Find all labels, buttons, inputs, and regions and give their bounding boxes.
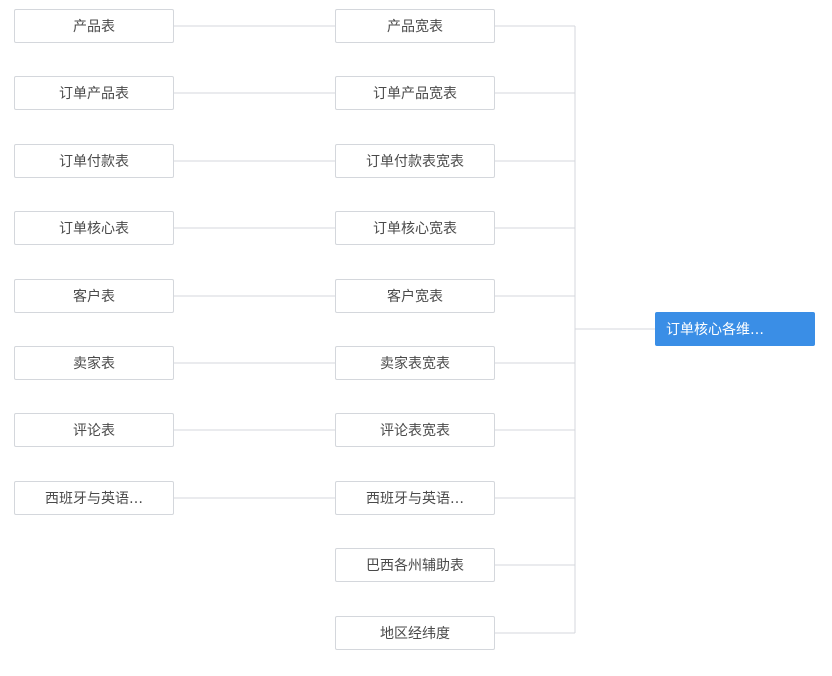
source-node[interactable]: 客户表 — [14, 279, 174, 313]
wide-node-label: 客户宽表 — [387, 289, 443, 305]
source-node[interactable]: 订单付款表 — [14, 144, 174, 178]
wide-node[interactable]: 订单产品宽表 — [335, 76, 495, 110]
source-node-label: 订单产品表 — [59, 86, 129, 102]
wide-node[interactable]: 订单核心宽表 — [335, 211, 495, 245]
source-node-label: 卖家表 — [73, 356, 115, 372]
source-node-label: 客户表 — [73, 289, 115, 305]
source-node[interactable]: 西班牙与英语… — [14, 481, 174, 515]
wide-node[interactable]: 评论表宽表 — [335, 413, 495, 447]
wide-node[interactable]: 订单付款表宽表 — [335, 144, 495, 178]
source-node[interactable]: 产品表 — [14, 9, 174, 43]
wide-node-label: 订单产品宽表 — [373, 86, 457, 102]
source-node-label: 评论表 — [73, 423, 115, 439]
wide-node[interactable]: 西班牙与英语… — [335, 481, 495, 515]
wide-node-label: 巴西各州辅助表 — [366, 558, 464, 574]
wide-node[interactable]: 巴西各州辅助表 — [335, 548, 495, 582]
wide-node[interactable]: 客户宽表 — [335, 279, 495, 313]
wide-node-label: 地区经纬度 — [380, 626, 450, 642]
wide-node[interactable]: 卖家表宽表 — [335, 346, 495, 380]
wide-node-label: 产品宽表 — [387, 19, 443, 35]
source-node-label: 订单核心表 — [59, 221, 129, 237]
source-node-label: 订单付款表 — [59, 154, 129, 170]
wide-node[interactable]: 产品宽表 — [335, 9, 495, 43]
wide-node-label: 评论表宽表 — [380, 423, 450, 439]
source-node-label: 西班牙与英语… — [45, 491, 143, 507]
source-node-label: 产品表 — [73, 19, 115, 35]
target-node[interactable]: 订单核心各维… — [655, 312, 815, 346]
wide-node-label: 订单付款表宽表 — [366, 154, 464, 170]
wide-node-label: 卖家表宽表 — [380, 356, 450, 372]
wide-node[interactable]: 地区经纬度 — [335, 616, 495, 650]
wide-node-label: 订单核心宽表 — [373, 221, 457, 237]
source-node[interactable]: 订单产品表 — [14, 76, 174, 110]
source-node[interactable]: 评论表 — [14, 413, 174, 447]
target-node-label: 订单核心各维… — [666, 322, 764, 338]
wide-node-label: 西班牙与英语… — [366, 491, 464, 507]
source-node[interactable]: 卖家表 — [14, 346, 174, 380]
source-node[interactable]: 订单核心表 — [14, 211, 174, 245]
